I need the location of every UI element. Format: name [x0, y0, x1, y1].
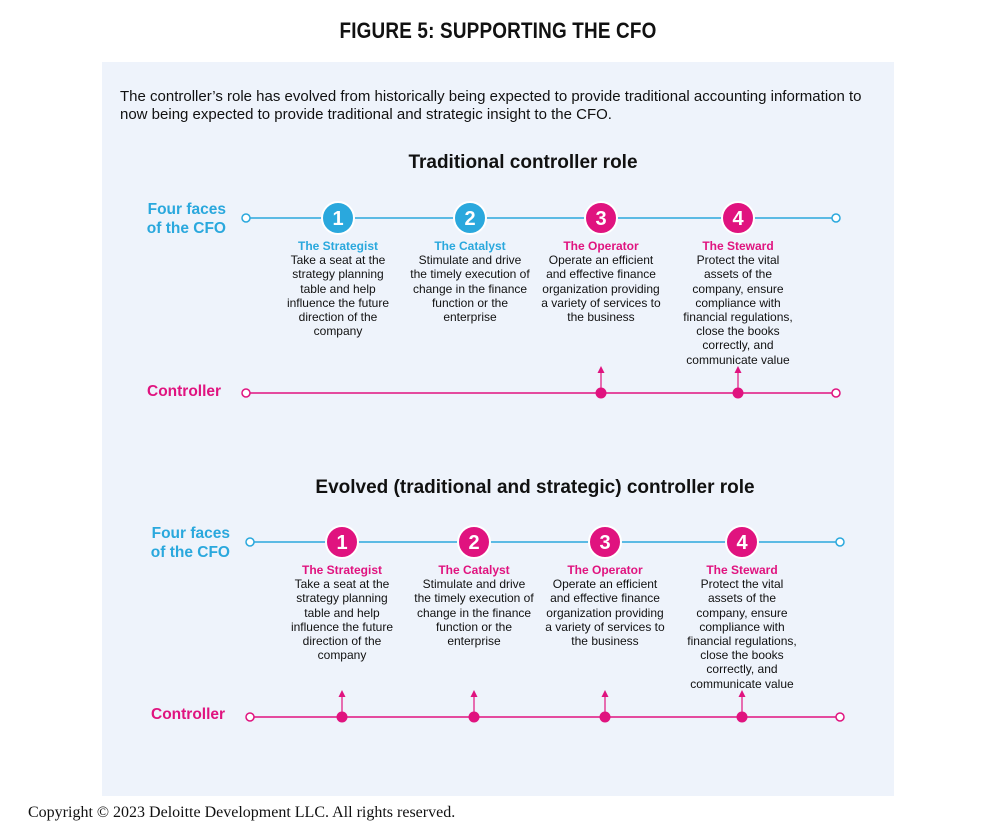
controller-row-label: Controller	[147, 383, 222, 400]
face-number: 3	[595, 208, 606, 230]
face-name: The Operator	[567, 563, 643, 577]
section-title-traditional: Traditional controller role	[408, 152, 638, 173]
cfo-label-line2: of the CFO	[150, 544, 230, 561]
intro-text: The controller’s role has evolved from h…	[120, 88, 862, 123]
face-number-badge	[321, 201, 355, 235]
support-arrow-head	[470, 690, 478, 697]
controller-timeline-end	[835, 712, 845, 722]
face-description: Stimulate and drive the timely execution…	[414, 577, 534, 649]
support-arrow-head	[734, 366, 742, 373]
cfo-label-line1: Four faces	[147, 201, 226, 218]
controller-support-marker	[336, 711, 348, 723]
cfo-row-label: Four faces of the CFO	[132, 524, 230, 562]
cfo-label-line2: of the CFO	[146, 220, 226, 237]
face-number: 1	[332, 208, 343, 230]
face-description: Take a seat at the strategy planning tab…	[290, 577, 394, 663]
section-title-evolved: Evolved (traditional and strategic) cont…	[315, 477, 755, 498]
cfo-label-line1: Four faces	[151, 525, 230, 542]
cfo-timeline-end	[831, 213, 841, 223]
face-name: The Steward	[702, 239, 774, 253]
face-operator: The Operator Operate an efficient and ef…	[541, 239, 661, 324]
face-number: 1	[336, 532, 347, 554]
support-arrow-head	[597, 366, 605, 373]
face-name: The Strategist	[297, 239, 378, 253]
face-steward: The Steward Protect the vital assets of …	[678, 239, 798, 367]
face-number: 4	[732, 208, 744, 230]
face-name: The Catalyst	[434, 239, 506, 253]
figure-title: FIGURE 5: SUPPORTING THE CFO	[339, 18, 657, 43]
face-number: 2	[468, 532, 479, 554]
controller-timeline-start	[241, 388, 251, 398]
controller-timeline-end	[831, 388, 841, 398]
face-operator: The Operator Operate an efficient and ef…	[545, 563, 665, 648]
face-name: The Steward	[706, 563, 778, 577]
face-number-badge	[453, 201, 487, 235]
cfo-timeline-start	[241, 213, 251, 223]
face-number: 4	[736, 532, 748, 554]
face-number-badge	[588, 525, 622, 559]
cfo-row-label: Four faces of the CFO	[128, 200, 226, 238]
face-description: Operate an efficient and effective finan…	[545, 577, 665, 649]
face-strategist: The Strategist Take a seat at the strate…	[282, 563, 402, 662]
face-description: Protect the vital assets of the company,…	[687, 577, 797, 691]
face-catalyst: The Catalyst Stimulate and drive the tim…	[410, 239, 530, 324]
controller-support-marker	[736, 711, 748, 723]
controller-timeline-start	[245, 712, 255, 722]
controller-support-marker	[732, 387, 744, 399]
face-number: 3	[599, 532, 610, 554]
support-arrow-head	[601, 690, 609, 697]
face-number-badge	[584, 201, 618, 235]
controller-row-label: Controller	[151, 706, 226, 723]
controller-support-marker	[595, 387, 607, 399]
face-catalyst: The Catalyst Stimulate and drive the tim…	[414, 563, 534, 648]
face-description: Protect the vital assets of the company,…	[683, 253, 793, 367]
face-number-badge	[457, 525, 491, 559]
controller-support-marker	[468, 711, 480, 723]
face-steward: The Steward Protect the vital assets of …	[682, 563, 802, 691]
face-number: 2	[464, 208, 475, 230]
support-arrow-head	[738, 690, 746, 697]
cfo-timeline-end	[835, 537, 845, 547]
face-name: The Operator	[563, 239, 639, 253]
face-number-badge	[325, 525, 359, 559]
face-description: Stimulate and drive the timely execution…	[410, 253, 530, 325]
face-name: The Strategist	[301, 563, 382, 577]
cfo-timeline-start	[245, 537, 255, 547]
support-arrow-head	[338, 690, 346, 697]
face-strategist: The Strategist Take a seat at the strate…	[278, 239, 398, 338]
face-description: Take a seat at the strategy planning tab…	[286, 253, 390, 339]
face-number-badge	[725, 525, 759, 559]
face-description: Operate an efficient and effective finan…	[541, 253, 661, 325]
face-name: The Catalyst	[438, 563, 510, 577]
copyright-notice: Copyright © 2023 Deloitte Development LL…	[28, 804, 456, 821]
controller-support-marker	[599, 711, 611, 723]
face-number-badge	[721, 201, 755, 235]
figure-panel	[102, 62, 894, 796]
